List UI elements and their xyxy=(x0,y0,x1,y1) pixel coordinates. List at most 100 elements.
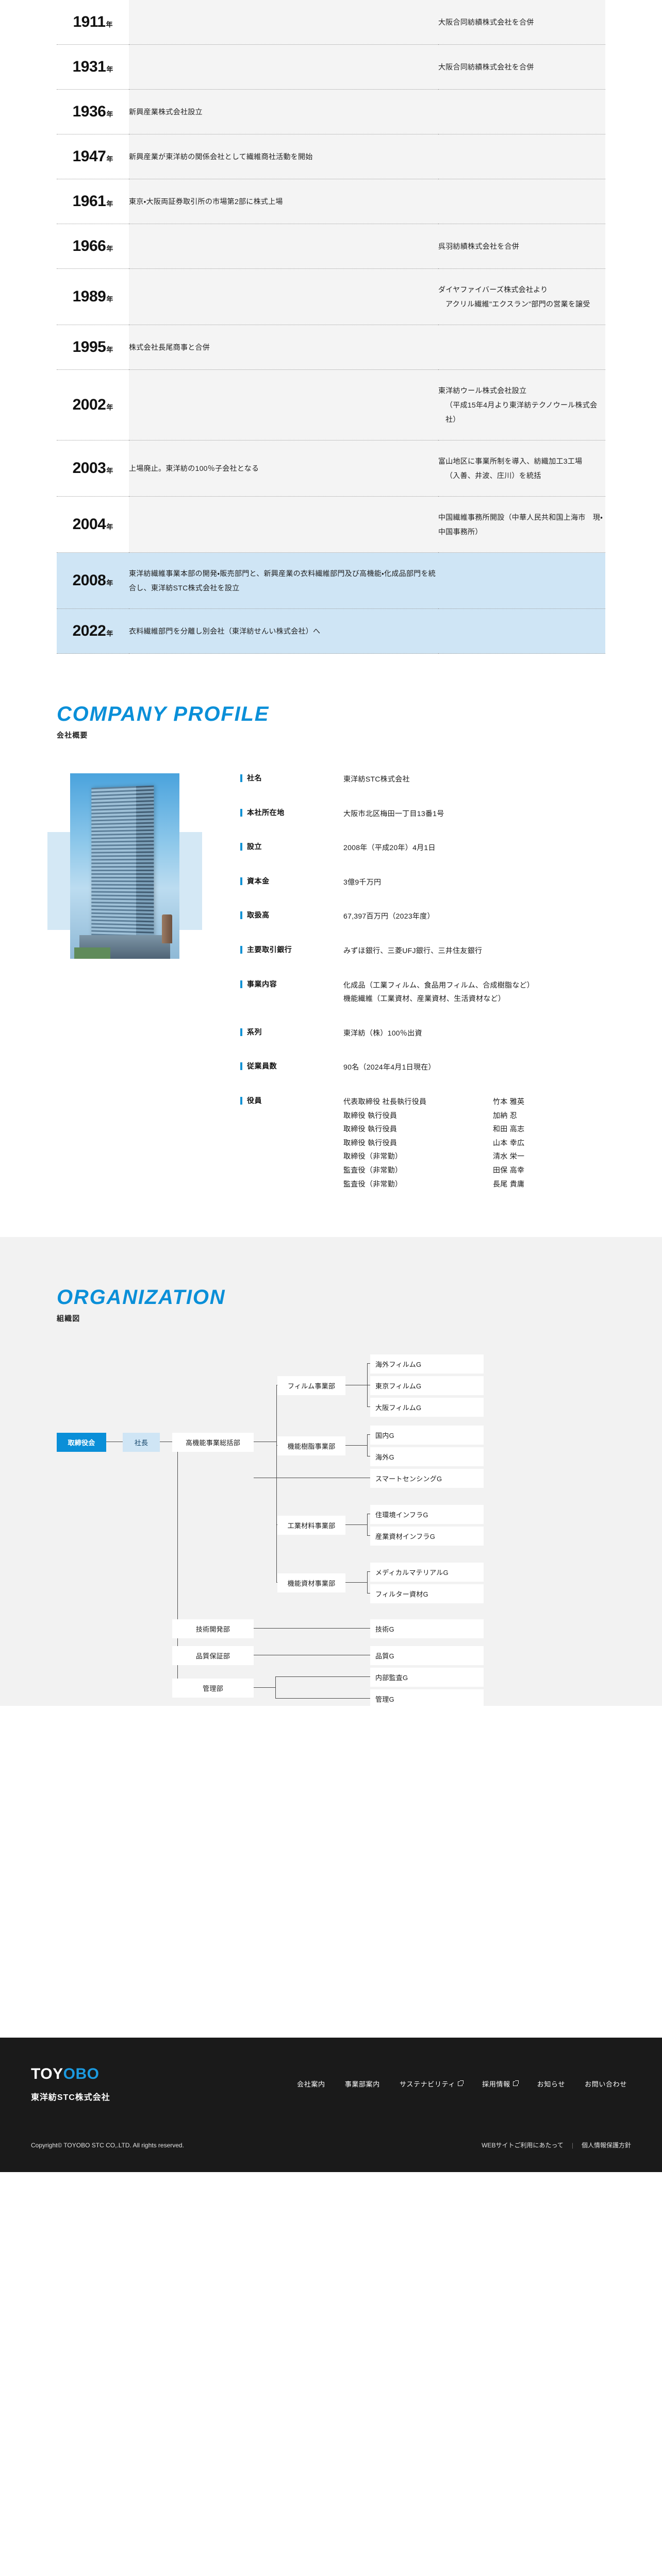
footer-nav-link[interactable]: お問い合わせ xyxy=(585,2079,627,2089)
history-description-line: 中国繊維事務所開設（中華人民共和国上海市 現・中国事務所） xyxy=(438,513,603,536)
history-year-number: 1936 xyxy=(72,103,106,120)
officer-row: 監査役（非常勤）長尾 貴庸 xyxy=(343,1177,605,1191)
org-node-filter_material-group: フィルター資材G xyxy=(370,1584,484,1604)
history-description-line: 衣料繊維部門を分離し別会社（東洋紡せんい株式会社）へ xyxy=(129,627,321,635)
history-description-right: 大阪合同紡績株式会社を合併 xyxy=(438,0,605,45)
history-year-number: 1989 xyxy=(72,288,106,305)
table-row: 1966年 呉羽紡績株式会社を合併 xyxy=(57,224,605,269)
org-connector-line xyxy=(276,1445,277,1446)
footer-legal-link[interactable]: 個人情報保護方針 xyxy=(581,2142,631,2149)
history-description-right: ダイヤファイバーズ株式会社よりアクリル繊維"エクスラン"部門の営業を譲受 xyxy=(438,268,605,325)
footer-nav-link[interactable]: サステナビリティ xyxy=(400,2079,464,2089)
table-row: 2022年衣料繊維部門を分離し別会社（東洋紡せんい株式会社）へ xyxy=(57,608,605,654)
history-description-left: 東洋紡繊維事業本部の開発・販売部門と、新興産業の衣料繊維部門及び高機能・化成品部… xyxy=(129,552,438,609)
footer-nav-label: 採用情報 xyxy=(482,2080,510,2088)
org-node-president: 社長 xyxy=(123,1433,160,1452)
footer-nav-link[interactable]: 採用情報 xyxy=(482,2079,519,2089)
org-connector-line xyxy=(367,1514,368,1536)
history-year-number: 1931 xyxy=(72,58,106,75)
profile-label-text: 系列 xyxy=(247,1027,262,1036)
footer-nav-label: お知らせ xyxy=(537,2080,566,2088)
footer-nav-link[interactable]: 事業部案内 xyxy=(345,2079,380,2089)
footer-nav-link[interactable]: 会社案内 xyxy=(297,2079,325,2089)
history-description-right xyxy=(438,552,605,609)
history-description-line: （入善、井波、庄川）を統括 xyxy=(445,471,541,480)
officer-title: 監査役（非常勤） xyxy=(343,1179,403,1188)
history-description-line: 大阪合同紡績株式会社を合併 xyxy=(438,18,534,26)
history-description-line: 東洋紡ウール株式会社設立 xyxy=(438,386,527,395)
org-node-quality-group: 品質G xyxy=(370,1646,484,1666)
profile-label-text: 社名 xyxy=(247,774,262,782)
organization-chart: 取締役会社長技術開発部品質保証部管理部高機能事業総括部フィルム事業部機能樹脂事業… xyxy=(57,1350,605,1709)
history-year-number: 1995 xyxy=(72,338,106,355)
history-year-number: 2004 xyxy=(72,516,106,533)
history-description-line: 呉羽紡績株式会社を合併 xyxy=(438,242,520,250)
history-year-number: 1966 xyxy=(72,238,106,255)
org-node-material-department: 機能資材事業部 xyxy=(277,1573,345,1593)
org-connector-line xyxy=(367,1406,370,1408)
footer-company-name: 東洋紡STC株式会社 xyxy=(31,2093,110,2102)
organization-title-ja: 組織図 xyxy=(57,1314,80,1323)
org-node-admin: 管理部 xyxy=(172,1679,254,1698)
org-connector-line xyxy=(367,1593,370,1594)
footer-legal-link[interactable]: WEBサイトご利用にあたって xyxy=(482,2142,564,2149)
org-connector-line xyxy=(276,1524,277,1526)
org-connector-line xyxy=(177,1442,178,1688)
history-description-right xyxy=(438,608,605,654)
officer-row: 取締役 執行役員山本 幸広 xyxy=(343,1136,605,1150)
footer-nav-label: 事業部案内 xyxy=(344,2080,380,2088)
profile-value-line: 機能繊維（工業資材、産業資材、生活資材など） xyxy=(343,994,506,1003)
profile-row: 社名 東洋紡STC株式会社 xyxy=(240,772,605,786)
org-node-board-of-directors: 取締役会 xyxy=(57,1433,106,1452)
profile-label: 事業内容 xyxy=(240,978,343,991)
profile-value: 67,397百万円（2023年度） xyxy=(343,909,605,923)
profile-value-line: 67,397百万円（2023年度） xyxy=(343,912,435,921)
label-accent-bar xyxy=(240,911,242,920)
org-node-technology-group: 技術G xyxy=(370,1619,484,1639)
org-connector-line xyxy=(345,1445,367,1446)
table-row: 1936年新興産業株式会社設立 xyxy=(57,89,605,134)
history-description-left xyxy=(129,44,438,90)
org-node-tokyo_film-group: 東京フィルムG xyxy=(370,1376,484,1396)
profile-value: 大阪市北区梅田一丁目13番1号 xyxy=(343,807,605,821)
profile-label-text: 本社所在地 xyxy=(247,808,285,817)
org-node-housing_infra-group: 住環境インフラG xyxy=(370,1505,484,1524)
history-year-number: 2008 xyxy=(72,572,106,589)
history-year-suffix: 年 xyxy=(106,295,113,303)
profile-value: 化成品（工業フィルム、食品用フィルム、合成樹脂など）機能繊維（工業資材、産業資材… xyxy=(343,978,605,1006)
org-node-industrial-department: 工業材料事業部 xyxy=(277,1516,345,1535)
legal-separator: | xyxy=(571,2141,573,2149)
org-connector-line xyxy=(367,1535,370,1536)
history-description-line: 株式会社長尾商事と合併 xyxy=(129,343,210,351)
history-description-line: 東洋紡繊維事業本部の開発・販売部門と、新興産業の衣料繊維部門及び高機能・化成品部… xyxy=(129,569,436,592)
profile-value: 3億9千万円 xyxy=(343,875,605,889)
footer-nav-link[interactable]: お知らせ xyxy=(537,2079,565,2089)
toyobo-logo: TOYOBO xyxy=(31,2066,110,2082)
logo-text-part1: TOY xyxy=(31,2065,63,2082)
table-row: 1961年東京・大阪両証券取引所の市場第2部に株式上場 xyxy=(57,179,605,224)
history-description-left: 衣料繊維部門を分離し別会社（東洋紡せんい株式会社）へ xyxy=(129,608,438,654)
officer-row: 取締役（非常勤）清水 栄一 xyxy=(343,1149,605,1163)
profile-row: 事業内容化成品（工業フィルム、食品用フィルム、合成樹脂など）機能繊維（工業資材、… xyxy=(240,978,605,1006)
org-connector-line xyxy=(276,1582,277,1583)
history-year-suffix: 年 xyxy=(106,245,113,252)
profile-label-text: 設立 xyxy=(247,842,262,851)
table-row: 1931年大阪合同紡績株式会社を合併 xyxy=(57,44,605,90)
building-chimney-shape xyxy=(162,914,172,943)
history-description-right xyxy=(438,89,605,134)
copyright-text: Copyright© TOYOBO STC CO,.LTD. All right… xyxy=(31,2141,184,2149)
org-connector-line xyxy=(275,1676,370,1677)
officer-title: 取締役 執行役員 xyxy=(343,1125,398,1133)
org-connector-line xyxy=(367,1571,370,1572)
profile-value: 東洋紡STC株式会社 xyxy=(343,772,605,786)
org-node-medical_material-group: メディカルマテリアルG xyxy=(370,1563,484,1582)
history-year-cell: 1947年 xyxy=(57,134,129,179)
org-node-overseas_film-group: 海外フィルムG xyxy=(370,1354,484,1374)
history-description-line: 大阪合同紡績株式会社を合併 xyxy=(438,63,534,71)
footer-nav-label: お問い合わせ xyxy=(585,2080,627,2088)
history-description-right: 東洋紡ウール株式会社設立（平成15年4月より東洋紡テクノウール株式会社） xyxy=(438,369,605,440)
history-year-number: 1961 xyxy=(72,193,106,210)
external-link-icon xyxy=(512,2080,519,2086)
profile-value-line: みずほ銀行、三菱UFJ銀行、三井住友銀行 xyxy=(343,946,483,955)
